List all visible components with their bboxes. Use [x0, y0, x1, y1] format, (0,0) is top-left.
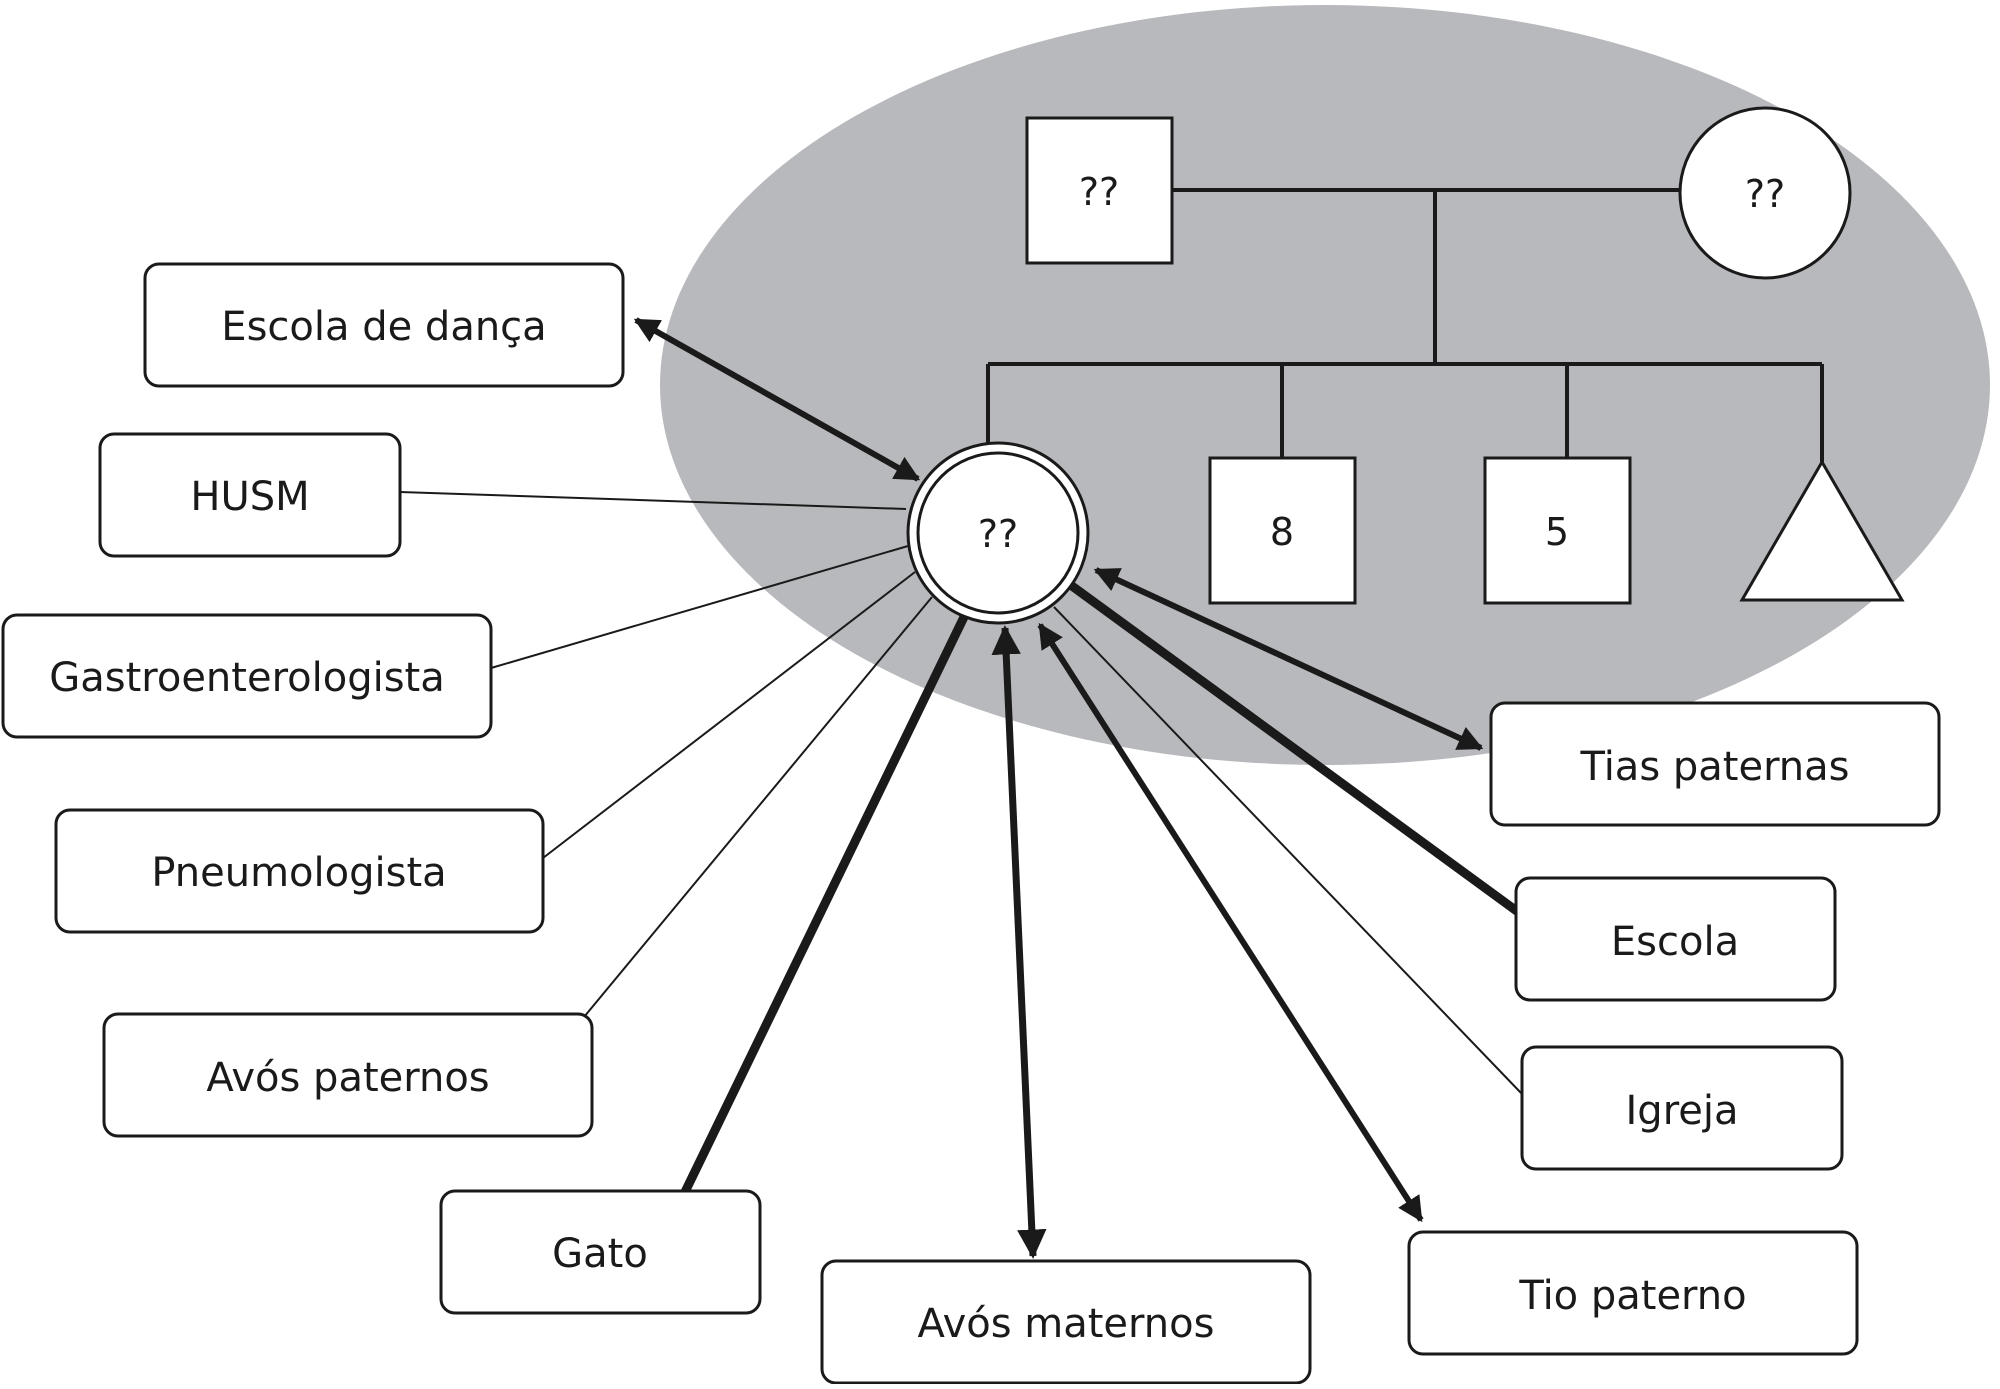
box-tias-paternas: Tias paternas	[1489, 701, 1941, 827]
igreja-label: Igreja	[1626, 1088, 1739, 1134]
link-husm	[399, 491, 907, 510]
box-escola-danca: Escola de dança	[143, 262, 625, 388]
box-avos-maternos: Avós maternos	[820, 1259, 1312, 1385]
link-avos-maternos	[991, 625, 1047, 1259]
brother-1-label: 8	[1270, 510, 1294, 554]
link-gato	[680, 615, 969, 1194]
link-escola-danca	[633, 317, 921, 482]
tias-paternas-label: Tias paternas	[1579, 744, 1849, 790]
pneumo-label: Pneumologista	[151, 850, 446, 896]
brother-2-node: 5	[1483, 456, 1632, 605]
box-escola: Escola	[1514, 876, 1837, 1002]
escola-danca-label: Escola de dança	[221, 304, 546, 350]
link-avos-paternos	[583, 596, 933, 1018]
ecomap-boxes: Escola de dança HUSM Gastroenterologista…	[1, 262, 1941, 1385]
father-node: ??	[1025, 116, 1174, 265]
pregnancy-node	[1739, 459, 1905, 602]
index-child-label: ??	[978, 512, 1018, 556]
escola-label: Escola	[1611, 919, 1739, 965]
index-child-node: ??	[906, 441, 1090, 625]
box-pneumo: Pneumologista	[54, 808, 545, 934]
gastro-label: Gastroenterologista	[49, 655, 445, 701]
mother-node: ??	[1678, 106, 1852, 280]
brother-2-label: 5	[1545, 510, 1569, 554]
box-avos-paternos: Avós paternos	[102, 1012, 594, 1138]
link-gastro	[490, 545, 909, 669]
box-gastro: Gastroenterologista	[1, 613, 493, 739]
box-husm: HUSM	[98, 432, 402, 558]
father-label: ??	[1079, 170, 1119, 214]
avos-maternos-label: Avós maternos	[918, 1301, 1215, 1347]
gato-label: Gato	[552, 1231, 648, 1277]
brother-1-node: 8	[1208, 456, 1357, 605]
box-gato: Gato	[439, 1189, 762, 1315]
link-tias-paternas	[1093, 567, 1484, 751]
link-pneumo	[542, 571, 916, 859]
avos-paternos-label: Avós paternos	[206, 1055, 489, 1101]
tio-paterno-label: Tio paterno	[1518, 1273, 1746, 1319]
husm-label: HUSM	[190, 474, 309, 520]
mother-label: ??	[1745, 172, 1785, 216]
box-tio-paterno: Tio paterno	[1407, 1230, 1859, 1356]
ecomap-links	[399, 317, 1523, 1259]
box-igreja: Igreja	[1520, 1045, 1844, 1171]
